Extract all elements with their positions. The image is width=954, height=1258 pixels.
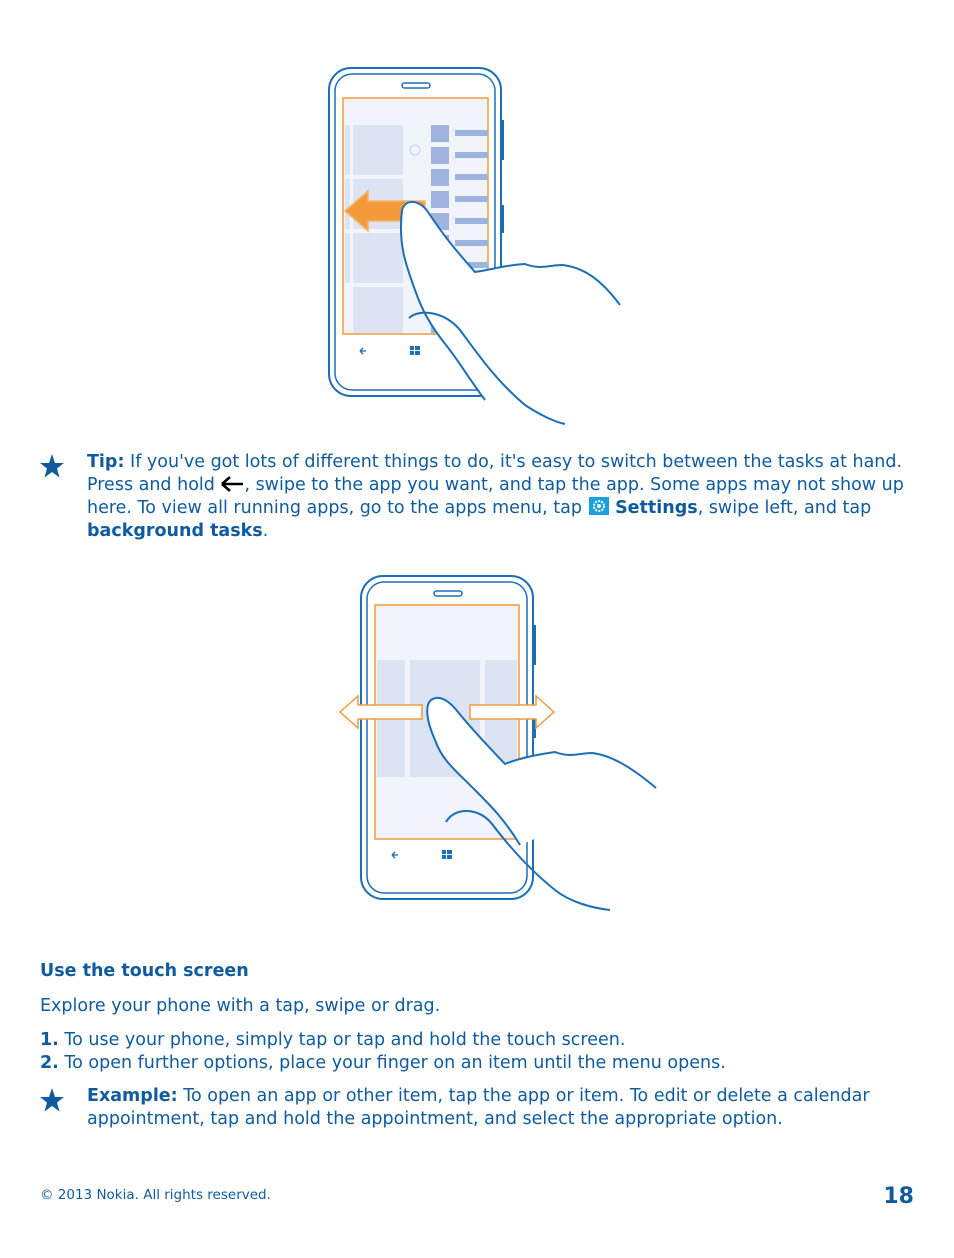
example-text-line2: appointment, tap and hold the appointmen… (87, 1108, 783, 1129)
section-heading: Use the touch screen (40, 961, 249, 981)
tip-label: Tip: (87, 452, 125, 472)
settings-link: Settings (615, 498, 698, 518)
example-paragraph: Example: To open an app or other item, t… (87, 1085, 917, 1130)
example-label: Example: (87, 1086, 178, 1106)
back-arrow-icon (221, 475, 244, 492)
phone-swipe-horizontal-illustration (338, 575, 657, 911)
copyright-text: © 2013 Nokia. All rights reserved. (40, 1187, 271, 1203)
phone-swipe-left-illustration (328, 67, 621, 425)
tip-text-line3b: , swipe left, and tap (697, 498, 872, 518)
section-intro: Explore your phone with a tap, swipe or … (40, 996, 441, 1016)
star-icon (40, 1088, 64, 1112)
tip-paragraph: Tip: If you've got lots of different thi… (87, 451, 917, 542)
tip-text-line1: If you've got lots of different things t… (124, 452, 903, 472)
tip-text-line2a: Press and hold (87, 474, 221, 495)
list-item: 2. To open further options, place your f… (40, 1052, 920, 1075)
step-number: 1. (40, 1030, 59, 1050)
step-text: To open further options, place your fing… (58, 1052, 726, 1073)
tip-text-line3a: here. To view all running apps, go to th… (87, 498, 588, 518)
steps-list: 1. To use your phone, simply tap or tap … (40, 1029, 920, 1074)
step-text: To use your phone, simply tap or tap and… (58, 1030, 626, 1050)
settings-gear-icon (588, 497, 609, 515)
tip-text-line2b: , swipe to the app you want, and tap the… (244, 474, 904, 495)
example-text-line1: To open an app or other item, tap the ap… (177, 1086, 870, 1106)
list-item: 1. To use your phone, simply tap or tap … (40, 1029, 920, 1052)
page-number: 18 (883, 1184, 914, 1209)
star-icon (40, 454, 64, 478)
step-number: 2. (40, 1052, 59, 1073)
tip-text-line4: . (262, 520, 269, 541)
background-tasks-link: background tasks (87, 520, 263, 541)
